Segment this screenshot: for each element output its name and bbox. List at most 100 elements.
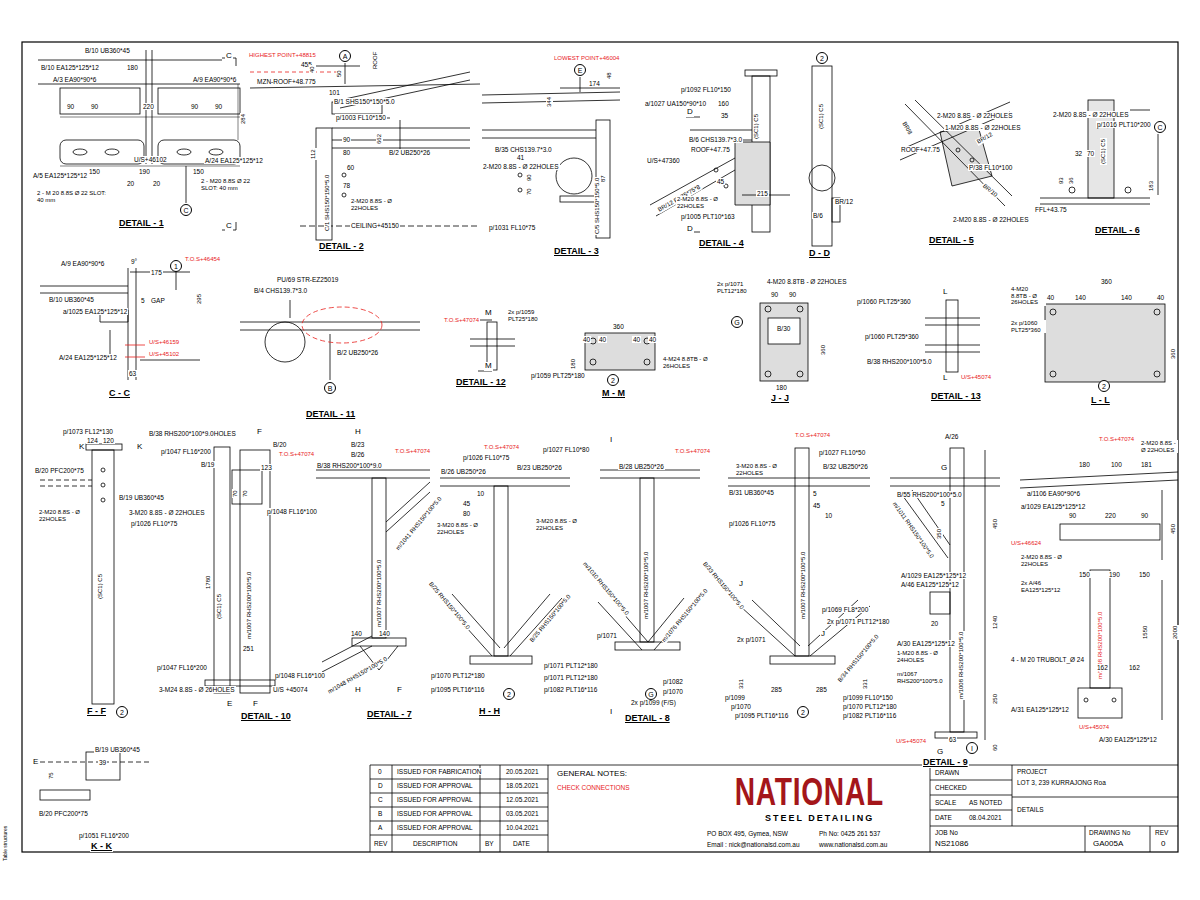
drawing-label: 1240 <box>992 615 999 630</box>
drawing-label: 2x p/1060 PLT25*360 <box>1010 320 1046 333</box>
drawing-label: 36 <box>1068 176 1075 185</box>
drawing-label: CEILING+45150 <box>350 222 400 229</box>
drawing-label: p/1059 PLT25*180 <box>530 372 586 379</box>
drawing-label: 40 <box>1046 294 1055 301</box>
drawing-label: p/1071 <box>596 632 618 639</box>
section-marker: 2 <box>116 706 128 718</box>
drawing-label: p/1048 FL16*100 <box>274 672 326 679</box>
drawing-label: G <box>940 464 948 473</box>
drawing-label: 90 <box>66 103 75 110</box>
detail-title: DETAIL - 13 <box>930 392 982 402</box>
drawing-label: 80 <box>342 149 351 156</box>
drawing-label: Email : nick@nationalsd.com.au <box>706 841 801 848</box>
marker-letter: 2 <box>507 691 511 698</box>
drawing-label: (SC1) C5 <box>818 103 825 130</box>
drawing-label: 3-M20 8.8S - Ø 22HOLES <box>128 509 206 516</box>
level-note: T.O.S+47074 <box>483 444 520 451</box>
logo-text: NATIONAL <box>734 773 885 811</box>
drawing-label: 2x p/1071 PLT12*180 <box>826 618 890 625</box>
drawing-label: F <box>396 686 403 695</box>
drawing-label: 48 <box>606 71 613 80</box>
drawing-label: p/1026 FL10*75 <box>462 454 510 461</box>
drawing-label: GENERAL NOTES: <box>556 770 628 779</box>
drawing-label: 60 <box>346 164 355 171</box>
drawing-label: I <box>609 708 613 717</box>
detail-title: DETAIL - 8 <box>624 714 671 724</box>
marker-letter: 2 <box>801 709 805 716</box>
drawing-label: B/2 UB250*26 <box>388 149 431 156</box>
drawing-label: 124 <box>86 437 99 444</box>
detail-title: DETAIL - 11 <box>305 410 356 420</box>
drawing-label: 90 <box>526 173 533 182</box>
drawing-label: B/30 <box>776 325 791 332</box>
level-note: T.O.S+47074 <box>794 432 831 439</box>
drawing-label: p/1051 FL16*200 <box>78 832 130 839</box>
drawing-label: 3-M20 8.8S - Ø 22HOLES <box>436 522 483 535</box>
drawing-label: 360 <box>1170 348 1177 360</box>
drawing-label: F <box>256 428 263 437</box>
level-note: U/S+45102 <box>148 351 180 358</box>
drawing-label: 2x A/46 EA125*125*12 <box>1020 580 1067 593</box>
drawing-label: p/1095 PLT16*116 <box>430 686 485 693</box>
drawing-label: B/19 UB360*45 <box>94 746 141 753</box>
drawing-label: MZN-ROOF+48.775 <box>256 78 317 85</box>
drawing-label: B/25 RHS150*100*5.0 <box>427 580 472 632</box>
section-marker: B <box>324 382 336 394</box>
drawing-label: H <box>354 686 362 695</box>
drawing-label: 45 <box>462 500 471 507</box>
drawing-label: p/1027 FL10*50 <box>818 449 866 456</box>
drawing-label: 450 <box>992 518 999 530</box>
drawing-label: 78 <box>342 182 351 189</box>
drawing-label: 5 <box>940 500 946 507</box>
drawing-label: D <box>686 225 694 234</box>
drawing-label: p/1016 PLT10*200 <box>1096 121 1152 128</box>
drawing-label: 2 - M 20 8.8S Ø 22 SLOT: 40 mm <box>36 190 108 203</box>
drawing-label: 2-M20 8.8S - Ø 22HOLES <box>952 216 1030 223</box>
drawing-label: www.nationalsd.com.au <box>818 841 888 848</box>
drawing-label: (SC1) C5 <box>753 113 760 140</box>
drawing-label: 20.05.2021 <box>505 768 540 775</box>
drawing-label: B/4 CHS139.7*3.0 <box>253 287 308 294</box>
drawing-label: 90 <box>90 103 99 110</box>
drawing-label: B/20 <box>272 441 287 448</box>
drawing-label: 3-M24 8.8S - Ø 26HOLES <box>158 686 236 693</box>
drawing-label: A/1029 EA125*125*12 <box>900 572 967 579</box>
drawing-label: ISSUED FOR APPROVAL <box>396 810 474 817</box>
detail-title: H - H <box>478 707 501 717</box>
drawing-label: p/1082 PLT16*116 <box>842 712 897 719</box>
level-note: T.O.S+47074 <box>1098 436 1135 443</box>
drawing-label: 3-M20 8.8S - Ø 22HOLES <box>535 518 582 531</box>
drawing-label: m/1067 RHS200*100*5.0 <box>896 671 948 684</box>
drawing-label: 20 <box>126 180 135 187</box>
drawing-label: ISSUED FOR APPROVAL <box>396 796 474 803</box>
marker-letter: G <box>734 319 739 326</box>
drawing-label: 2-M20 8.8S - Ø 22HOLES <box>1052 111 1130 118</box>
drawing-label: 63 <box>948 736 957 743</box>
marker-letter: A <box>343 53 348 60</box>
detail-title: DETAIL - 2 <box>318 242 365 252</box>
drawing-label: p/1003 FL10*150 <box>335 114 387 121</box>
drawing-label: p/1071 PLT12*180 <box>543 674 599 681</box>
detail-title: DETAIL - 6 <box>1094 226 1141 236</box>
drawing-label: p/1026 FL10*75 <box>130 520 178 527</box>
level-note: T.O.S+47074 <box>278 451 315 458</box>
drawing-label: A/31 EA125*125*12 <box>1010 706 1070 713</box>
drawing-label: B/35 CHS139.7*3.0 <box>494 146 553 153</box>
drawing-label: 39 <box>98 759 107 766</box>
drawing-label: B/20 PFC200*75 <box>34 467 85 474</box>
drawing-label: 1-M20 8.8S - Ø 22HOLES <box>944 124 1022 131</box>
drawing-label: 344 <box>546 96 553 108</box>
drawing-label: m/1011 RHS150*100*5.0 <box>891 500 936 560</box>
drawing-label: H <box>354 428 362 437</box>
drawing-label: B/38 RHS200*100*9.0 <box>316 462 383 469</box>
drawing-label: 4-M20 8.8TB - Ø 22HOLES <box>766 278 847 285</box>
drawing-label: 180 <box>570 358 577 370</box>
drawing-label: FFL+43.75 <box>1034 206 1068 213</box>
drawing-label: 190 <box>138 168 151 175</box>
level-note: LOWEST POINT+46004 <box>553 55 620 62</box>
marker-letter: 1 <box>174 263 178 270</box>
drawing-label: F <box>252 700 259 709</box>
marker-letter: G <box>648 691 653 698</box>
drawing-label: 331 <box>738 678 745 690</box>
